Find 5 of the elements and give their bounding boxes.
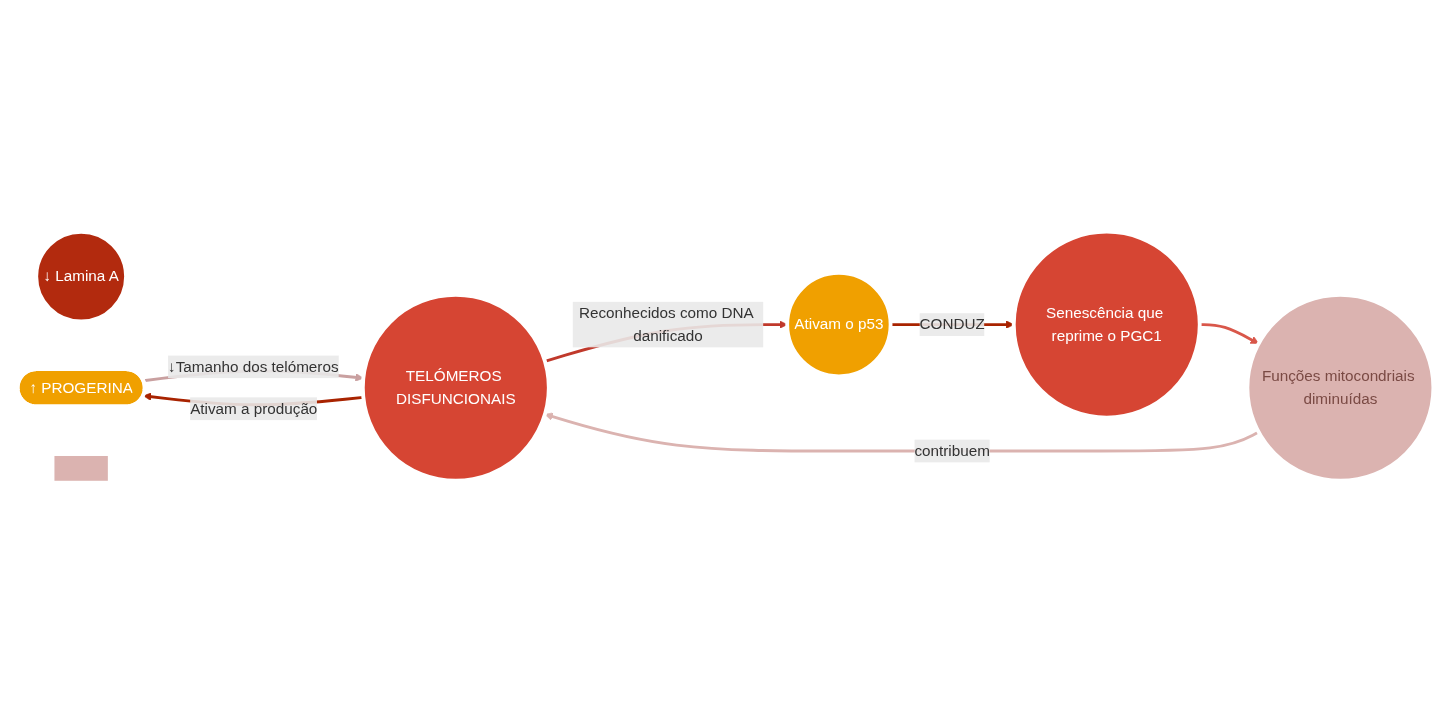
edge-label: contribuem — [914, 442, 990, 459]
edge-label: ↓Tamanho dos telómeros — [168, 358, 339, 375]
edge-label: Reconhecidos como DNA danificado — [578, 304, 753, 345]
edge-label: Ativam a produção — [190, 400, 318, 417]
edge-label: CONDUZ — [919, 316, 985, 333]
